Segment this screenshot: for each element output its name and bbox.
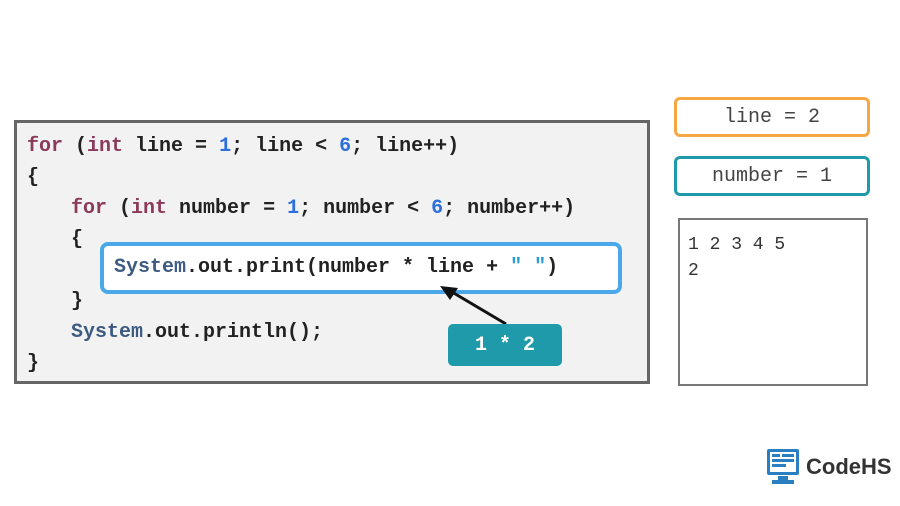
- code-line-4: {: [71, 228, 84, 251]
- logo-text: CodeHS: [806, 454, 892, 479]
- code-line-2: {: [27, 166, 40, 189]
- codehs-logo: CodeHS: [766, 448, 892, 486]
- monitor-icon: [767, 449, 799, 484]
- evaluation-tooltip: 1 * 2: [448, 324, 562, 366]
- code-line-8: }: [27, 352, 40, 375]
- highlighted-statement: System.out.print(number * line + " "): [100, 242, 622, 294]
- console-output: 1 2 3 4 5 2: [678, 218, 868, 386]
- code-line-6: }: [71, 290, 84, 313]
- code-line-1: for (int line = 1; line < 6; line++): [27, 135, 460, 158]
- number-variable-box: number = 1: [674, 156, 870, 196]
- code-line-5: System.out.print(number * line + " "): [114, 256, 559, 279]
- code-line-7: System.out.println();: [71, 321, 324, 344]
- code-line-3: for (int number = 1; number < 6; number+…: [71, 197, 576, 220]
- line-variable-box: line = 2: [674, 97, 870, 137]
